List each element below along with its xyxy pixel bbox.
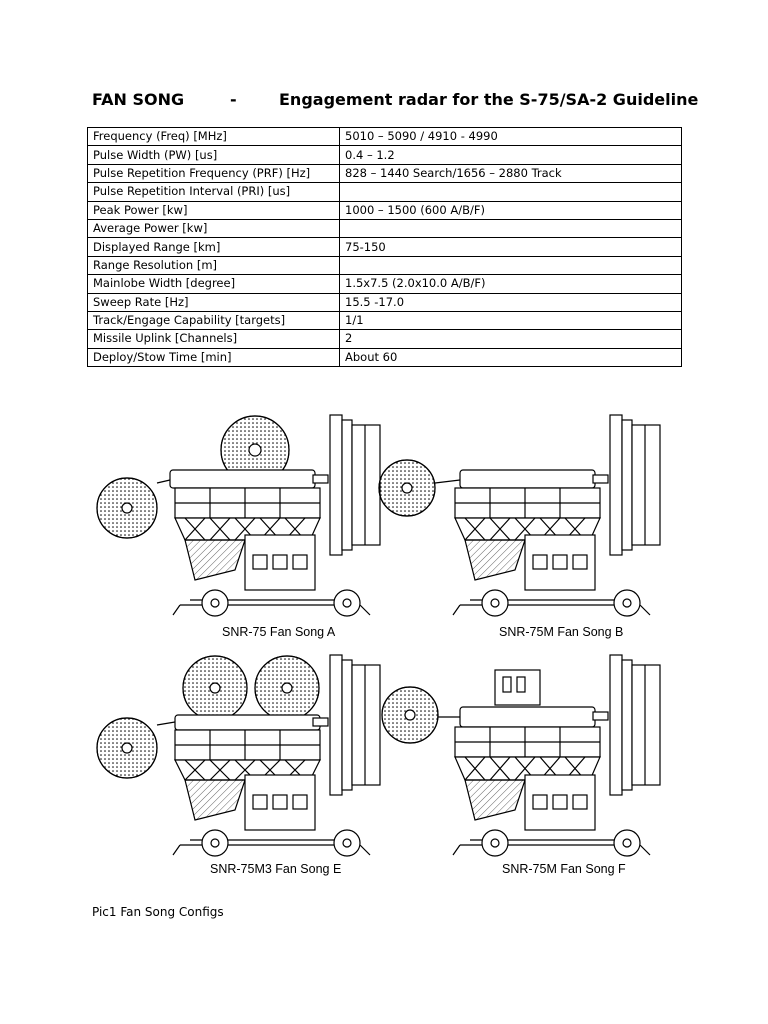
spec-row: Deploy/Stow Time [min]About 60 (87, 347, 682, 368)
spec-parameter: Mainlobe Width [degree] (87, 274, 340, 294)
spec-parameter: Sweep Rate [Hz] (87, 292, 340, 312)
spec-parameter: Deploy/Stow Time [min] (87, 347, 340, 368)
spec-row: Frequency (Freq) [MHz]5010 – 5090 / 4910… (87, 126, 682, 147)
spec-row: Pulse Repetition Frequency (PRF) [Hz]828… (87, 163, 682, 184)
spec-value: About 60 (339, 347, 682, 368)
spec-value: 1.5x7.5 (2.0x10.0 A/B/F) (339, 274, 682, 294)
spec-value: 15.5 -17.0 (339, 292, 682, 312)
spec-parameter: Pulse Repetition Interval (PRI) [us] (87, 182, 340, 202)
spec-row: Pulse Width (PW) [us] 0.4 – 1.2 (87, 145, 682, 165)
spec-row: Missile Uplink [Channels]2 (87, 329, 682, 349)
figure-caption-a: SNR-75 Fan Song A (222, 625, 336, 639)
spec-parameter: Displayed Range [km] (87, 237, 340, 257)
fan-song-f-drawing (381, 654, 661, 857)
spec-value: 75-150 (339, 237, 682, 257)
spec-value: 2 (339, 329, 682, 349)
spec-parameter: Range Resolution [m] (87, 255, 340, 276)
radar-name: FAN SONG (92, 90, 185, 109)
spec-value: 828 – 1440 Search/1656 – 2880 Track (339, 163, 682, 184)
fan-song-e-drawing (96, 654, 381, 857)
spec-parameter: Pulse Width (PW) [us] (87, 145, 340, 165)
spec-row: Average Power [kw] (87, 218, 682, 239)
figure-caption-e: SNR-75M3 Fan Song E (210, 862, 342, 876)
spec-parameter: Track/Engage Capability [targets] (87, 310, 340, 331)
spec-value (339, 218, 682, 239)
spec-row: Range Resolution [m] (87, 255, 682, 276)
title-dash: - (230, 90, 237, 109)
spec-row: Displayed Range [km]75-150 (87, 237, 682, 257)
spec-row: Peak Power [kw]1000 – 1500 (600 A/B/F) (87, 200, 682, 220)
fan-song-b-drawing (378, 414, 661, 617)
spec-row: Sweep Rate [Hz]15.5 -17.0 (87, 292, 682, 312)
spec-row: Mainlobe Width [degree]1.5x7.5 (2.0x10.0… (87, 274, 682, 294)
spec-value: 0.4 – 1.2 (339, 145, 682, 165)
radar-description: Engagement radar for the S-75/SA-2 Guide… (279, 90, 699, 109)
spec-row: Pulse Repetition Interval (PRI) [us] (87, 182, 682, 202)
figure-caption-b: SNR-75M Fan Song B (499, 625, 624, 639)
spec-parameter: Pulse Repetition Frequency (PRF) [Hz] (87, 163, 340, 184)
spec-value (339, 255, 682, 276)
spec-value (339, 182, 682, 202)
spec-table: Frequency (Freq) [MHz]5010 – 5090 / 4910… (87, 126, 682, 368)
spec-parameter: Average Power [kw] (87, 218, 340, 239)
page-title: FAN SONG - Engagement radar for the S-75… (92, 90, 698, 114)
spec-parameter: Peak Power [kw] (87, 200, 340, 220)
spec-value: 1000 – 1500 (600 A/B/F) (339, 200, 682, 220)
fan-song-a-drawing (96, 414, 381, 617)
figure-caption-f: SNR-75M Fan Song F (502, 862, 626, 876)
pic-caption: Pic1 Fan Song Configs (92, 905, 224, 919)
spec-parameter: Missile Uplink [Channels] (87, 329, 340, 349)
spec-parameter: Frequency (Freq) [MHz] (87, 126, 340, 147)
spec-row: Track/Engage Capability [targets]1/1 (87, 310, 682, 331)
spec-value: 1/1 (339, 310, 682, 331)
spec-value: 5010 – 5090 / 4910 - 4990 (339, 126, 682, 147)
